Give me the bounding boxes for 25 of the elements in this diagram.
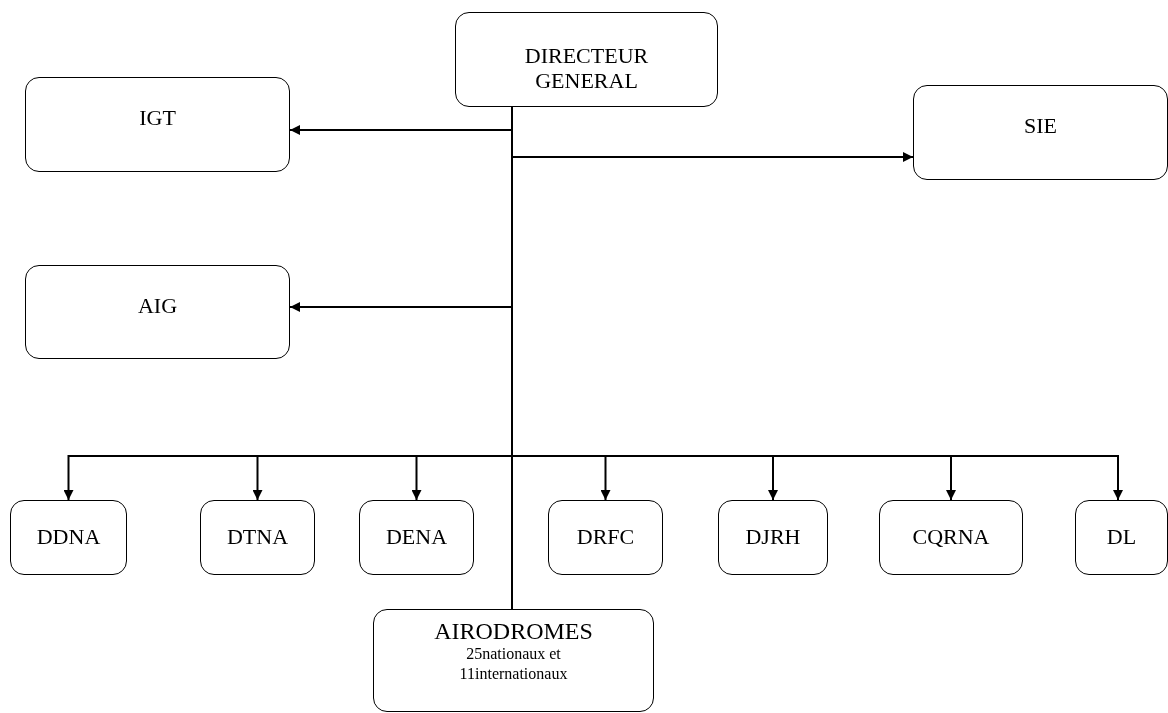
box-title: DIRECTEUR GENERAL	[523, 44, 650, 93]
org-box	[373, 609, 654, 712]
box-title: SIE	[1024, 114, 1057, 139]
org-box	[1075, 500, 1168, 575]
box-title: CQRNA	[912, 525, 990, 550]
box-title: DENA	[385, 525, 448, 550]
box-title: DL	[1106, 525, 1137, 550]
org-box	[913, 85, 1168, 180]
org-box	[455, 12, 718, 107]
org-box	[25, 77, 290, 172]
box-title: AIRODROMES	[434, 618, 593, 645]
box-subtitle: 25nationaux et 11internationaux	[458, 644, 569, 683]
box-title: DJRH	[745, 525, 801, 550]
org-box	[25, 265, 290, 359]
box-title: DRFC	[576, 525, 635, 550]
org-box	[718, 500, 828, 575]
box-title: AIG	[137, 294, 178, 319]
org-box	[10, 500, 127, 575]
org-box	[879, 500, 1023, 575]
box-title: IGT	[139, 106, 176, 131]
org-box	[548, 500, 663, 575]
box-title: DDNA	[36, 525, 101, 550]
org-box	[359, 500, 474, 575]
org-box	[200, 500, 315, 575]
box-title: DTNA	[226, 525, 289, 550]
